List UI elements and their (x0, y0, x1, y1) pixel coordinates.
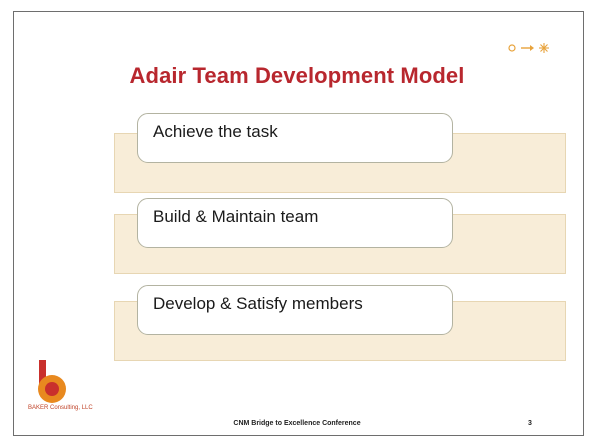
slide-footer: CNM Bridge to Excellence Conference (233, 420, 361, 427)
slide-title: Adair Team Development Model (129, 63, 465, 88)
logo-caption: BAKER Consulting, LLC (28, 405, 93, 411)
model-item-achieve-task: Achieve the task (137, 113, 453, 163)
model-item-develop-members: Develop & Satisfy members (137, 285, 453, 335)
model-item-build-team: Build & Maintain team (137, 198, 453, 248)
circle-icon (508, 44, 516, 52)
asterisk-icon (539, 43, 549, 53)
baker-logo-icon (38, 360, 66, 403)
arrow-right-icon (521, 45, 534, 51)
title-decoration (508, 43, 549, 53)
page-number: 3 (528, 420, 532, 427)
